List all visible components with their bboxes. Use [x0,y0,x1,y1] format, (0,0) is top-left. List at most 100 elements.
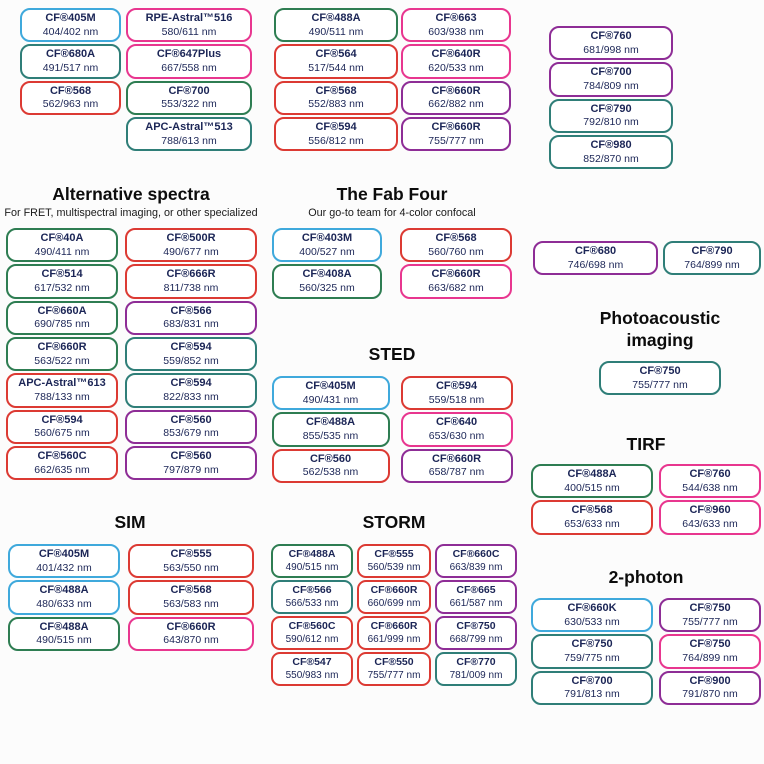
dye-pill: CF®500R 490/677 nm [125,228,257,263]
dye-wavelengths: 755/777 nm [632,378,688,391]
dye-name: CF®405M [38,548,90,560]
dye-name: CF®40A [40,232,84,244]
dye-pill: CF®980 852/870 nm [549,135,673,170]
dye-pill: CF®760 681/998 nm [549,26,673,61]
dye-wavelengths: 662/635 nm [34,463,90,476]
section-tirf: TIRF CF®488A 400/515 nm CF®760 544/638 n… [531,434,761,535]
dye-name: CF®566 [170,304,212,317]
dye-wavelengths: 490/431 nm [302,393,359,406]
dye-pill: CF®760 544/638 nm [659,464,761,499]
dye-name: CF®594 [170,341,212,354]
dye-pill: CF®750 755/777 nm [659,598,761,633]
dye-wavelengths: 811/738 nm [163,282,219,295]
dye-wavelengths: 617/532 nm [34,282,90,295]
dye-pill: CF®640 653/630 nm [400,412,513,447]
dye-name: CF®488A [39,584,89,597]
dye-name: CF®488A [288,548,336,561]
dye-wavelengths: 560/325 nm [299,282,355,295]
dye-pill: CF®666R 811/738 nm [125,264,257,299]
dye-wavelengths: 661/999 nm [367,633,421,645]
dye-pill: CF®514 617/532 nm [6,264,118,299]
dye-wavelengths: 852/870 nm [583,152,639,165]
dye-wavelengths: 755/777 nm [428,134,484,147]
dye-name: CF®680 [574,245,617,257]
dye-name: CF®660R [370,620,418,633]
dye-pill: CF®547 550/983 nm [271,652,353,686]
top-column-2: RPE-Astral™516 580/611 nm CF®647Plus 667… [126,8,252,152]
dye-pill: CF®660K 630/533 nm [531,598,653,633]
dye-name: CF®568 [571,504,613,517]
dye-wavelengths: 791/870 nm [682,688,738,701]
dye-wavelengths: 855/535 nm [302,430,359,443]
dye-pill: CF®488A 490/515 nm [271,544,353,578]
dye-name: APC-Astral™513 [145,121,233,134]
dye-pill: CF®560C 662/635 nm [6,446,118,481]
dye-name: CF®547 [292,656,332,669]
dye-name: CF®790 [691,245,733,257]
dye-wavelengths: 853/679 nm [163,427,219,440]
dye-wavelengths: 401/432 nm [36,561,92,574]
section-alternative-spectra: Alternative spectra For FRET, multispect… [0,184,262,481]
dye-name: CF®660A [37,304,87,317]
dye-wavelengths: 603/938 nm [428,25,484,38]
dye-wavelengths: 663/682 nm [428,282,484,295]
dye-name: CF®405M [305,380,356,392]
dye-pill: APC-Astral™613 788/133 nm [6,373,118,408]
top-column-4: CF®663 603/938 nm CF®640R 620/533 nm CF®… [401,8,511,152]
dye-name: CF®750 [639,364,681,377]
dye-name: CF®594 [315,121,357,134]
dye-wavelengths: 553/322 nm [161,98,217,111]
section-fab-four: The Fab Four Our go-to team for 4-color … [266,184,518,299]
section-photoacoustic: Photoacoustic imaging CF®750 755/777 nm [558,308,762,396]
dye-name: CF®594 [170,377,212,390]
dye-pill: CF®488A 480/633 nm [8,580,120,615]
section-title: TIRF [626,434,666,454]
dye-pill: CF®660R 563/522 nm [6,337,118,372]
right-dye-pair: CF®680 746/698 nm CF®790 764/899 nm [533,241,761,276]
dye-pill: CF®660A 690/785 nm [6,300,118,336]
dye-name: CF®594 [41,413,83,426]
dye-name: CF®750 [689,638,731,651]
dye-pill: CF®680A 491/517 nm [20,44,121,79]
dye-wavelengths: 559/518 nm [428,393,485,406]
dye-pill: CF®560 797/879 nm [125,446,257,481]
dye-pill: CF®750 764/899 nm [659,634,761,669]
dye-pill: RPE-Astral™516 580/611 nm [126,8,252,43]
dye-wavelengths: 580/611 nm [161,25,217,38]
storm-grid: CF®488A 490/515 nm CF®555 560/539 nm CF®… [268,544,520,686]
dye-pill: CF®40A 490/411 nm [6,228,118,263]
dye-wavelengths: 556/812 nm [308,134,364,147]
section-title: Photoacoustic imaging [599,308,721,350]
dye-wavelengths: 400/515 nm [564,481,620,494]
dye-pill: CF®700 784/809 nm [549,62,673,97]
dye-wavelengths: 764/899 nm [684,258,740,271]
dye-name: CF®660K [567,602,617,614]
dye-wavelengths: 791/813 nm [564,688,620,701]
dye-wavelengths: 517/544 nm [308,62,364,75]
dye-name: CF®660R [431,121,481,134]
dye-pill: CF®660R 660/699 nm [357,580,431,614]
dye-name: CF®500R [166,232,216,244]
dye-pill: CF®594 559/518 nm [400,376,513,411]
dye-pill: CF®665 661/587 nm [435,580,517,614]
dye-pill: CF®488A 855/535 nm [271,412,390,447]
dye-name: CF®750 [456,620,496,633]
tirf-grid: CF®488A 400/515 nm CF®760 544/638 nm CF®… [531,464,761,535]
section-title: SIM [114,512,146,532]
dye-pill: CF®408A 560/325 nm [272,264,382,299]
dye-wavelengths: 797/879 nm [163,463,219,476]
dye-pill: CF®750 755/777 nm [599,360,721,396]
dye-name: CF®980 [590,139,632,152]
dye-wavelengths: 690/785 nm [34,318,90,331]
dye-pill: CF®560 853/679 nm [125,409,257,445]
dye-name: CF®488A [567,468,617,480]
dye-wavelengths: 661/587 nm [449,597,503,609]
top-column-3: CF®488A 490/511 nm CF®564 517/544 nm CF®… [274,8,398,152]
dye-wavelengths: 781/009 nm [449,669,503,681]
dye-wavelengths: 683/831 nm [163,318,219,331]
dye-wavelengths: 563/550 nm [163,561,219,574]
dye-pill: CF®660R 643/870 nm [128,616,254,652]
dye-wavelengths: 490/515 nm [285,561,339,573]
dye-wavelengths: 562/538 nm [302,466,359,479]
